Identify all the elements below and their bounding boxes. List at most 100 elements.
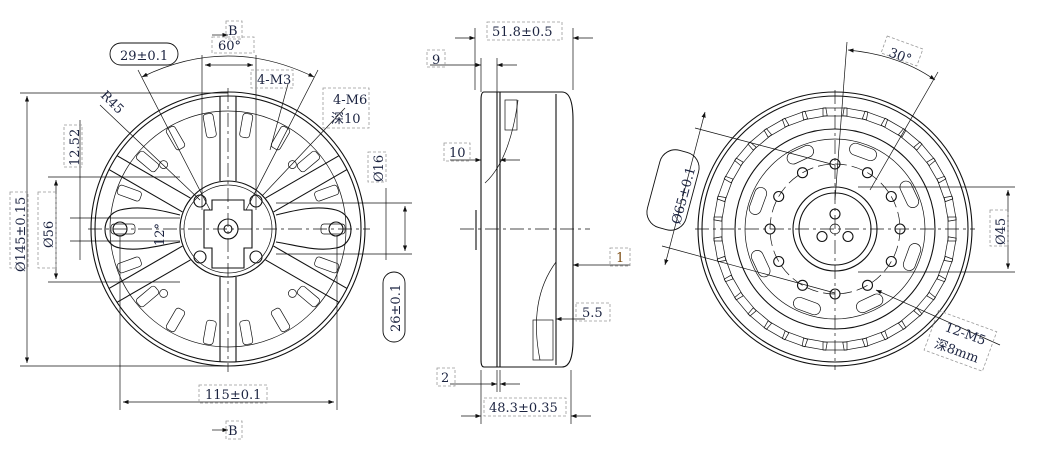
spoke [273, 245, 348, 290]
dim-1: 1 [616, 251, 624, 266]
fin-slot [936, 255, 954, 283]
fin-slot [880, 117, 907, 138]
fin-slot [747, 128, 773, 151]
fin-slot [801, 337, 828, 351]
m5-hole [861, 279, 874, 291]
cooling-slot [296, 150, 320, 173]
front-view: B B 29±0.1 60° 4-M3 4-M6 深10 R45 12.52 Ø… [9, 20, 412, 440]
shaft-hole [816, 230, 828, 243]
angle-60: 60° [218, 39, 241, 54]
angle-12: 12° [153, 223, 168, 246]
kidney-slot [793, 296, 821, 316]
cooling-slot [296, 285, 320, 308]
fin-slot [913, 291, 936, 317]
dia-65: Ø65±0.1 [669, 165, 699, 226]
thread-m3: 4-M3 [257, 73, 291, 88]
kidney-slot [856, 293, 884, 314]
dia-56: Ø56 [42, 221, 57, 248]
m3-hole [193, 250, 207, 264]
cross-shaft [203, 199, 253, 269]
fin-slot [897, 307, 923, 330]
fin-slot [880, 320, 907, 341]
cooling-slot [239, 319, 254, 345]
m5-hole [796, 167, 809, 179]
m5-hole [773, 255, 785, 268]
cooling-slot [116, 256, 142, 274]
fin-slot [897, 128, 923, 151]
depth-m6: 深10 [331, 112, 361, 127]
kidney-slot [750, 250, 771, 278]
section-mark-top: B [228, 24, 238, 39]
fin-slot [713, 195, 727, 222]
cooling-slot [314, 184, 340, 202]
fin-slot [723, 274, 744, 301]
rear-view: 30° Ø65±0.1 Ø45 12-M5 深8mm [646, 35, 1015, 372]
fin-slot [734, 291, 757, 317]
cooling-slot [165, 125, 186, 151]
spoke [273, 168, 348, 213]
kidney-slot [849, 142, 877, 162]
fin-slot [842, 337, 869, 351]
fin-slot [781, 110, 809, 128]
cooling-slot [202, 319, 217, 345]
fin-slot [763, 117, 790, 138]
kidney-slot [902, 243, 922, 271]
dim-12-52: 12.52 [68, 129, 83, 166]
dim-2: 2 [441, 371, 449, 386]
dia-45: Ø45 [994, 218, 1009, 245]
dim-5-5: 5.5 [582, 306, 603, 321]
fin-slot [716, 255, 734, 283]
fin-slot [913, 141, 936, 167]
dim-26: 26±0.1 [389, 284, 404, 332]
m6-hole [159, 289, 168, 298]
spoke [108, 245, 183, 290]
spoke [265, 259, 340, 303]
fin-slot [842, 107, 869, 121]
fin-slot [763, 320, 790, 341]
dim-115: 115±0.1 [205, 388, 261, 403]
m5-hole [885, 255, 897, 268]
dim-9: 9 [432, 53, 440, 68]
section-mark-bottom: B [228, 424, 238, 439]
dim-10: 10 [449, 146, 466, 161]
right-arm [275, 207, 352, 250]
dia-145: Ø145±0.15 [14, 197, 29, 272]
cooling-slot [110, 223, 136, 235]
cooling-slot [136, 150, 160, 173]
cooling-slot [116, 184, 142, 202]
spoke [116, 259, 191, 303]
m5-hole [773, 190, 785, 203]
dia-16: Ø16 [372, 155, 387, 182]
angle-30: 30° [887, 46, 914, 68]
m6-hole [159, 160, 168, 169]
m5-hole [885, 190, 897, 203]
fin-slot [943, 195, 957, 222]
kidney-slot [786, 144, 814, 165]
m3-hole [249, 250, 263, 264]
cooling-slot [165, 307, 186, 333]
fin-slot [713, 236, 727, 263]
kidney-slot [899, 180, 920, 208]
fin-slot [926, 274, 947, 301]
cooling-slot [314, 256, 340, 274]
m3-hole [193, 194, 207, 208]
fin-slot [781, 330, 809, 348]
cooling-slot [270, 125, 291, 151]
fin-slot [801, 107, 828, 121]
dim-29: 29±0.1 [120, 49, 168, 64]
fin-slot [747, 307, 773, 330]
spoke [108, 168, 183, 213]
fin-slot [723, 157, 744, 184]
dim-51-8: 51.8±0.5 [492, 25, 553, 40]
fin-slot [716, 175, 734, 203]
fin-slot [861, 330, 889, 348]
thread-m6: 4-M6 [333, 93, 367, 108]
cooling-slot [136, 285, 160, 308]
shaft-hole [842, 230, 854, 243]
m6-hole [288, 289, 297, 298]
fin-slot [926, 157, 947, 184]
side-body [480, 91, 574, 368]
fin-slot [943, 236, 957, 263]
fin-slot [861, 110, 889, 128]
